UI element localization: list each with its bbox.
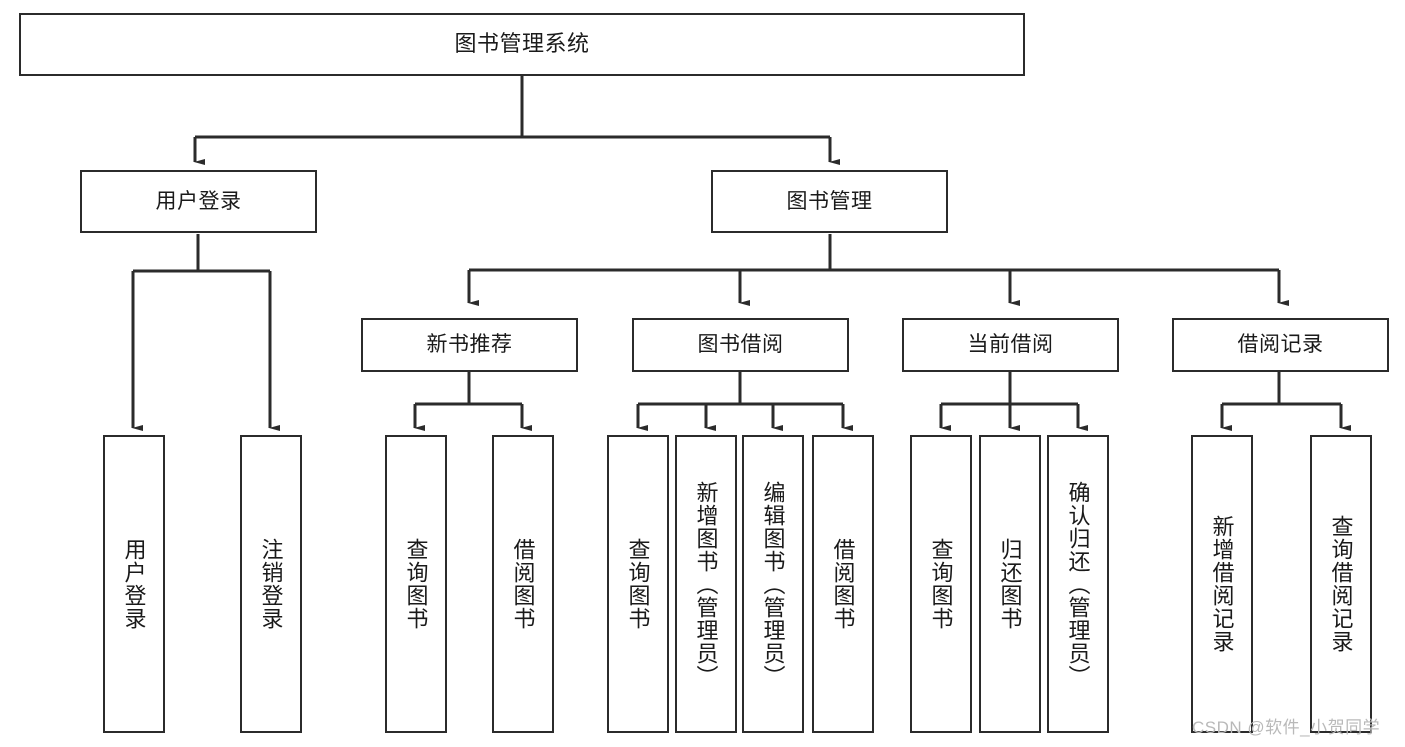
node-leaf-add-book-label: 新增图书（管理员） (693, 480, 719, 688)
node-leaf-user-login-label: 用户登录 (121, 538, 147, 630)
node-leaf-return-book-label: 归还图书 (997, 538, 1023, 630)
node-user-login[interactable]: 用户登录 (80, 170, 317, 233)
node-leaf-user-logout[interactable]: 注销登录 (240, 435, 302, 733)
node-book-management-label: 图书管理 (786, 189, 873, 213)
node-leaf-add-record[interactable]: 新增借阅记录 (1191, 435, 1253, 733)
node-book-management[interactable]: 图书管理 (711, 170, 948, 233)
node-leaf-query-book-3[interactable]: 查询图书 (910, 435, 972, 733)
node-current-borrow[interactable]: 当前借阅 (902, 318, 1119, 372)
node-leaf-borrow-book-1[interactable]: 借阅图书 (492, 435, 554, 733)
node-book-borrow[interactable]: 图书借阅 (632, 318, 849, 372)
node-new-book-recommend-label: 新书推荐 (426, 333, 513, 357)
node-leaf-borrow-book-2[interactable]: 借阅图书 (812, 435, 874, 733)
node-leaf-query-book-1[interactable]: 查询图书 (385, 435, 447, 733)
node-user-login-label: 用户登录 (155, 189, 242, 213)
node-leaf-edit-book[interactable]: 编辑图书（管理员） (742, 435, 804, 733)
node-leaf-confirm-return-label: 确认归还（管理员） (1065, 480, 1091, 688)
node-root[interactable]: 图书管理系统 (19, 13, 1025, 76)
node-root-label: 图书管理系统 (454, 31, 590, 57)
node-leaf-query-record-label: 查询借阅记录 (1328, 515, 1354, 653)
node-leaf-borrow-book-2-label: 借阅图书 (830, 538, 856, 630)
node-leaf-return-book[interactable]: 归还图书 (979, 435, 1041, 733)
node-leaf-borrow-book-1-label: 借阅图书 (510, 538, 536, 630)
node-current-borrow-label: 当前借阅 (967, 333, 1054, 357)
node-leaf-query-book-2-label: 查询图书 (625, 538, 651, 630)
node-leaf-add-record-label: 新增借阅记录 (1209, 515, 1235, 653)
node-borrow-record[interactable]: 借阅记录 (1172, 318, 1389, 372)
node-leaf-query-book-2[interactable]: 查询图书 (607, 435, 669, 733)
node-leaf-query-book-1-label: 查询图书 (403, 538, 429, 630)
node-book-borrow-label: 图书借阅 (697, 333, 784, 357)
node-borrow-record-label: 借阅记录 (1237, 333, 1324, 357)
node-leaf-user-logout-label: 注销登录 (258, 538, 284, 630)
node-new-book-recommend[interactable]: 新书推荐 (361, 318, 578, 372)
node-leaf-confirm-return[interactable]: 确认归还（管理员） (1047, 435, 1109, 733)
node-leaf-user-login[interactable]: 用户登录 (103, 435, 165, 733)
node-leaf-add-book[interactable]: 新增图书（管理员） (675, 435, 737, 733)
node-leaf-query-record[interactable]: 查询借阅记录 (1310, 435, 1372, 733)
node-leaf-query-book-3-label: 查询图书 (928, 538, 954, 630)
node-leaf-edit-book-label: 编辑图书（管理员） (760, 480, 786, 688)
